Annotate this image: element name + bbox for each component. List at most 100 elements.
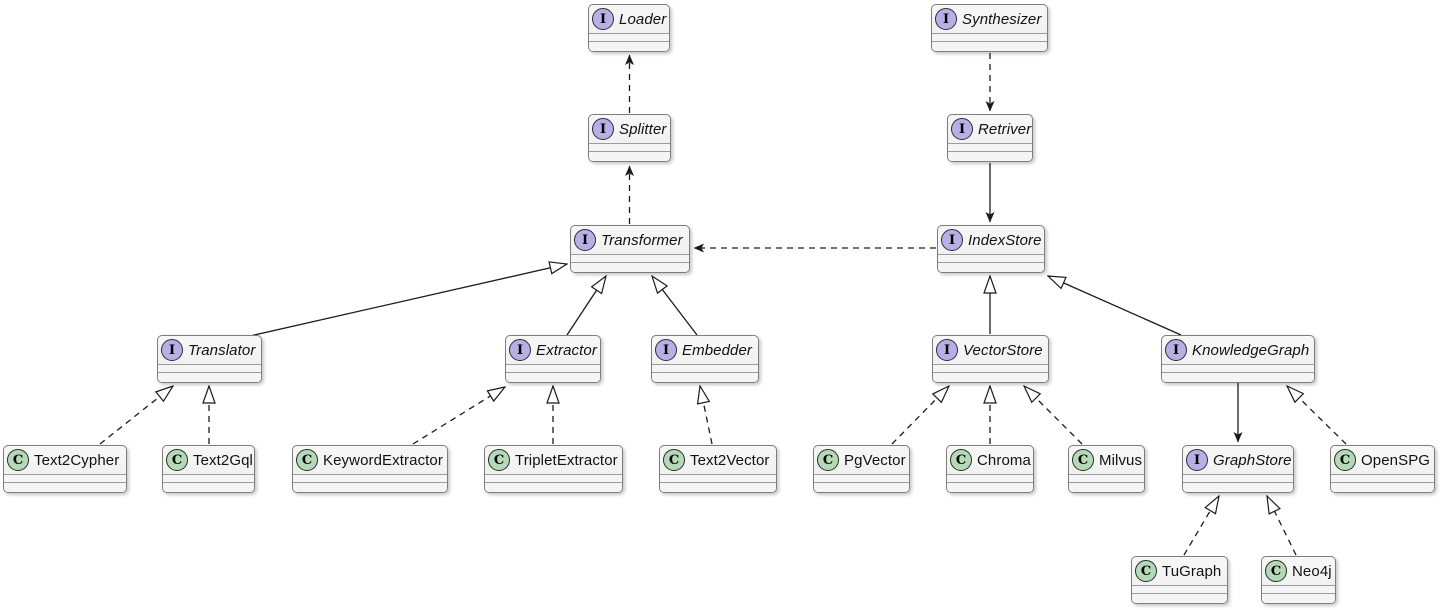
node-label: OpenSPG — [1361, 451, 1431, 469]
class-icon: C — [1135, 560, 1157, 582]
node-header: C Text2Gql — [163, 446, 254, 475]
methods-compartment — [814, 483, 909, 492]
fields-compartment — [1132, 586, 1227, 594]
node-label: Embedder — [682, 341, 753, 359]
node-label: Text2Cypher — [34, 451, 120, 469]
class-icon: C — [950, 449, 972, 471]
node-milvus: C Milvus — [1068, 445, 1145, 493]
interface-icon: I — [1165, 339, 1187, 361]
node-label: GraphStore — [1213, 451, 1292, 469]
methods-compartment — [589, 42, 669, 51]
node-header: I KnowledgeGraph — [1162, 336, 1314, 365]
methods-compartment — [1331, 483, 1434, 492]
edge-neo4j-implements-graphstore — [1267, 496, 1297, 556]
node-text2gql: C Text2Gql — [162, 445, 255, 493]
class-icon: C — [1072, 449, 1094, 471]
node-label: Transformer — [601, 231, 683, 249]
fields-compartment — [1069, 475, 1144, 483]
methods-compartment — [1183, 483, 1293, 492]
node-label: TripletExtractor — [515, 451, 618, 469]
node-loader: I Loader — [588, 4, 670, 52]
fields-compartment — [932, 34, 1047, 42]
edge-openspg-implements-knowledgegraph — [1287, 386, 1347, 445]
methods-compartment — [948, 152, 1032, 161]
node-label: KnowledgeGraph — [1192, 341, 1310, 359]
node-header: I Extractor — [506, 336, 600, 365]
fields-compartment — [571, 255, 689, 263]
node-knowledgegraph: I KnowledgeGraph — [1161, 335, 1315, 383]
node-label: Milvus — [1099, 451, 1143, 469]
methods-compartment — [1162, 373, 1314, 382]
interface-icon: I — [951, 118, 973, 140]
edge-extractor-extends-transformer — [566, 276, 606, 336]
node-label: Retriver — [978, 120, 1032, 138]
fields-compartment — [652, 365, 758, 373]
interface-icon: I — [574, 229, 596, 251]
class-icon: C — [7, 449, 29, 471]
edge-translator-extends-transformer — [249, 264, 567, 337]
interface-icon: I — [941, 229, 963, 251]
node-label: Text2Gql — [193, 451, 253, 469]
fields-compartment — [948, 144, 1032, 152]
edge-pgvector-implements-vectorstore — [891, 386, 949, 445]
methods-compartment — [933, 373, 1048, 382]
interface-icon: I — [936, 339, 958, 361]
class-icon: C — [166, 449, 188, 471]
methods-compartment — [571, 263, 689, 272]
interface-icon: I — [592, 8, 614, 30]
fields-compartment — [947, 475, 1033, 483]
fields-compartment — [933, 365, 1048, 373]
node-label: Neo4j — [1292, 562, 1332, 580]
edge-embedder-extends-transformer — [652, 276, 698, 336]
node-transformer: I Transformer — [570, 225, 690, 273]
node-label: Extractor — [536, 341, 597, 359]
fields-compartment — [163, 475, 254, 483]
node-header: I Retriver — [948, 115, 1032, 144]
node-header: I Loader — [589, 5, 669, 34]
interface-icon: I — [935, 8, 957, 30]
edge-tugraph-implements-graphstore — [1183, 496, 1219, 556]
fields-compartment — [158, 365, 261, 373]
node-header: C Milvus — [1069, 446, 1144, 475]
fields-compartment — [1162, 365, 1314, 373]
methods-compartment — [1132, 594, 1227, 603]
edge-milvus-implements-vectorstore — [1024, 386, 1083, 445]
node-openspg: C OpenSPG — [1330, 445, 1435, 493]
fields-compartment — [589, 34, 669, 42]
fields-compartment — [660, 475, 776, 483]
methods-compartment — [4, 483, 126, 492]
node-label: KeywordExtractor — [323, 451, 443, 469]
node-label: PgVector — [844, 451, 906, 469]
methods-compartment — [938, 263, 1044, 272]
fields-compartment — [938, 255, 1044, 263]
methods-compartment — [293, 483, 447, 492]
class-icon: C — [1334, 449, 1356, 471]
methods-compartment — [1262, 594, 1335, 603]
node-label: Loader — [619, 10, 667, 28]
edge-text2cypher-implements-translator — [99, 386, 173, 445]
methods-compartment — [589, 152, 670, 161]
fields-compartment — [1183, 475, 1293, 483]
fields-compartment — [506, 365, 600, 373]
node-header: I Splitter — [589, 115, 670, 144]
interface-icon: I — [655, 339, 677, 361]
node-label: Splitter — [619, 120, 667, 138]
interface-icon: I — [161, 339, 183, 361]
interface-icon: I — [592, 118, 614, 140]
interface-icon: I — [509, 339, 531, 361]
node-splitter: I Splitter — [588, 114, 671, 162]
node-label: Text2Vector — [690, 451, 770, 469]
